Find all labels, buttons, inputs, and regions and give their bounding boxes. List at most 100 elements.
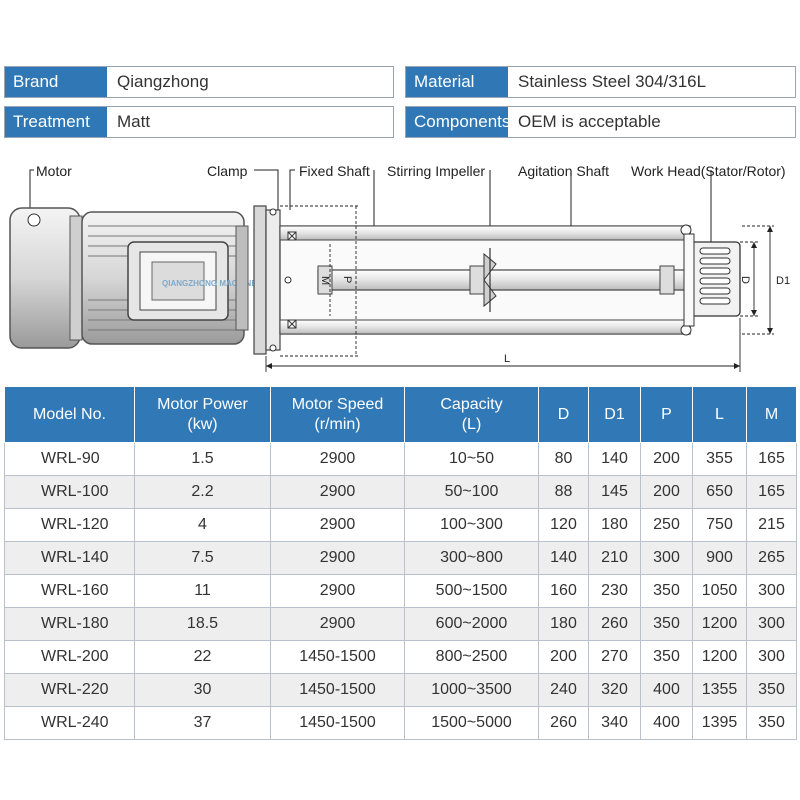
cell-l: 1395: [692, 706, 747, 740]
cell-l: 1200: [692, 640, 747, 674]
header-l: L: [692, 386, 747, 443]
cell-d: 160: [538, 574, 589, 608]
cell-p: 350: [640, 574, 693, 608]
cell-model: WRL-220: [4, 673, 135, 707]
mixer-diagram: Motor Clamp Fixed Shaft Stirring Impelle…: [0, 150, 800, 380]
dim-d1: D1: [776, 275, 790, 287]
cell-d1: 260: [588, 607, 641, 641]
cell-capacity: 1000~3500: [404, 673, 539, 707]
cell-l: 355: [692, 442, 747, 476]
cell-speed: 2900: [270, 541, 405, 575]
header-d: D: [538, 386, 589, 443]
cell-speed: 2900: [270, 508, 405, 542]
cell-l: 1355: [692, 673, 747, 707]
cell-d: 240: [538, 673, 589, 707]
cell-model: WRL-160: [4, 574, 135, 608]
cell-model: WRL-240: [4, 706, 135, 740]
cell-m: 215: [746, 508, 797, 542]
cell-m: 165: [746, 475, 797, 509]
label-clamp: Clamp: [207, 163, 248, 179]
cell-d: 260: [538, 706, 589, 740]
cell-power: 30: [134, 673, 271, 707]
table-row: WRL-220 30 1450-1500 1000~3500 240 320 4…: [4, 673, 797, 707]
cell-d1: 180: [588, 508, 641, 542]
cell-d: 180: [538, 607, 589, 641]
cell-d1: 140: [588, 442, 641, 476]
dim-l: L: [504, 353, 510, 365]
cell-speed: 1450-1500: [270, 706, 405, 740]
cell-p: 200: [640, 475, 693, 509]
cell-capacity: 300~800: [404, 541, 539, 575]
header-motor-power: Motor Power(kw): [134, 386, 271, 443]
table-row: WRL-120 4 2900 100~300 120 180 250 750 2…: [4, 508, 797, 542]
brand-label: Brand: [5, 67, 107, 97]
mixer-drawing: Motor Clamp Fixed Shaft Stirring Impelle…: [9, 163, 790, 372]
cell-speed: 1450-1500: [270, 640, 405, 674]
cell-m: 300: [746, 574, 797, 608]
stirring-impeller: [483, 248, 497, 312]
cell-model: WRL-120: [4, 508, 135, 542]
cell-capacity: 10~50: [404, 442, 539, 476]
cell-m: 165: [746, 442, 797, 476]
cell-d1: 230: [588, 574, 641, 608]
cell-l: 750: [692, 508, 747, 542]
cell-d: 80: [538, 442, 589, 476]
label-work-head: Work Head(Stator/Rotor): [631, 163, 786, 179]
components-value: OEM is acceptable: [518, 112, 661, 131]
cell-m: 300: [746, 640, 797, 674]
cell-power: 7.5: [134, 541, 271, 575]
motor-body: QIANGZHONG MACHINERY: [9, 207, 268, 349]
table-row: WRL-140 7.5 2900 300~800 140 210 300 900…: [4, 541, 797, 575]
material-label: Material: [406, 67, 508, 97]
header-model: Model No.: [4, 386, 135, 443]
cell-power: 37: [134, 706, 271, 740]
cell-power: 1.5: [134, 442, 271, 476]
cell-d: 88: [538, 475, 589, 509]
work-head: [683, 233, 741, 327]
header-motor-speed: Motor Speed(r/min): [270, 386, 405, 443]
watermark: QIANGZHONG MACHINERY: [162, 279, 268, 288]
cell-d: 140: [538, 541, 589, 575]
dimension-lines: [265, 205, 774, 372]
cell-speed: 2900: [270, 475, 405, 509]
cell-m: 350: [746, 673, 797, 707]
clamp: [253, 205, 281, 355]
cell-capacity: 500~1500: [404, 574, 539, 608]
header-capacity: Capacity(L): [404, 386, 539, 443]
cell-p: 300: [640, 541, 693, 575]
label-fixed-shaft: Fixed Shaft: [299, 163, 370, 179]
header-p: P: [640, 386, 693, 443]
cell-capacity: 50~100: [404, 475, 539, 509]
label-agitation-shaft: Agitation Shaft: [518, 163, 609, 179]
table-header-row: Model No. Motor Power(kw) Motor Speed(r/…: [4, 386, 797, 443]
cell-model: WRL-200: [4, 640, 135, 674]
cell-l: 1200: [692, 607, 747, 641]
cell-d: 120: [538, 508, 589, 542]
info-material: Material Stainless Steel 304/316L: [405, 66, 796, 98]
label-motor: Motor: [36, 163, 72, 179]
cell-power: 2.2: [134, 475, 271, 509]
table-row: WRL-90 1.5 2900 10~50 80 140 200 355 165: [4, 442, 797, 476]
dim-m: M: [319, 276, 331, 285]
cell-power: 22: [134, 640, 271, 674]
components-label: Components: [406, 107, 510, 137]
cell-power: 11: [134, 574, 271, 608]
cell-speed: 2900: [270, 574, 405, 608]
cell-model: WRL-140: [4, 541, 135, 575]
cell-d1: 320: [588, 673, 641, 707]
cell-m: 265: [746, 541, 797, 575]
cell-model: WRL-100: [4, 475, 135, 509]
cell-model: WRL-90: [4, 442, 135, 476]
cell-d1: 145: [588, 475, 641, 509]
table-row: WRL-160 11 2900 500~1500 160 230 350 105…: [4, 574, 797, 608]
agitation-shaft: [317, 265, 687, 295]
cell-power: 18.5: [134, 607, 271, 641]
cell-p: 350: [640, 607, 693, 641]
cell-capacity: 1500~5000: [404, 706, 539, 740]
dim-p: P: [341, 276, 353, 283]
cell-model: WRL-180: [4, 607, 135, 641]
cell-l: 1050: [692, 574, 747, 608]
cell-capacity: 800~2500: [404, 640, 539, 674]
header-d1: D1: [588, 386, 641, 443]
cell-p: 250: [640, 508, 693, 542]
